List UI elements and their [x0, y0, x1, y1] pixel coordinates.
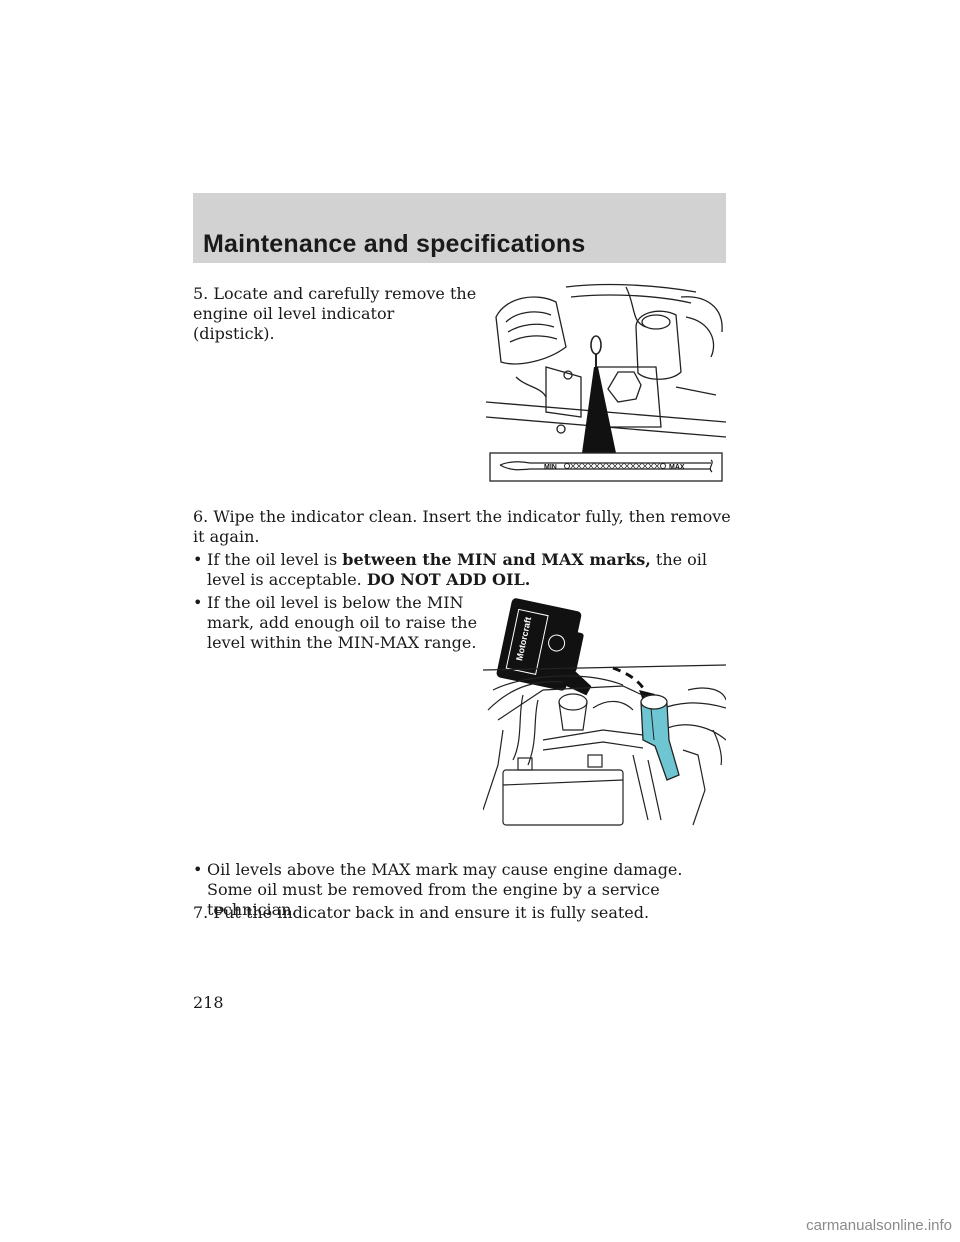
step-7-text: 7. Put the indicator back in and ensure … [193, 903, 650, 922]
watermark-link[interactable]: carmanualsonline.info [806, 1217, 952, 1234]
bullet-symbol: • [193, 550, 203, 569]
bullet-1-text-mid: the oil level is acceptable. [207, 550, 708, 589]
bullet-symbol: • [193, 860, 203, 879]
bullet-2-text: If the oil level is below the MIN mark, … [207, 593, 478, 652]
section-title: Maintenance and specifications [203, 230, 586, 258]
bullet-3-text: Oil levels above the MAX mark may cause … [207, 860, 683, 919]
bullet-1-bold: between the MIN and MAX marks, [342, 550, 651, 569]
dipstick-illustration: MIN MAX [486, 283, 726, 482]
bullet-1-text-start: If the oil level is [207, 550, 343, 569]
section-header: Maintenance and specifications [193, 193, 726, 263]
bullet-symbol: • [193, 593, 203, 612]
add-oil-illustration: Motorcraft [483, 598, 726, 826]
dipstick-max-label: MAX [669, 464, 685, 471]
page-number: 218 [193, 993, 224, 1012]
step-5-text: 5. Locate and carefully remove the engin… [193, 284, 477, 343]
step-6-text: 6. Wipe the indicator clean. Insert the … [193, 507, 731, 546]
bullet-1-warning: DO NOT ADD OIL. [366, 570, 531, 589]
dipstick-min-label: MIN [544, 464, 557, 471]
